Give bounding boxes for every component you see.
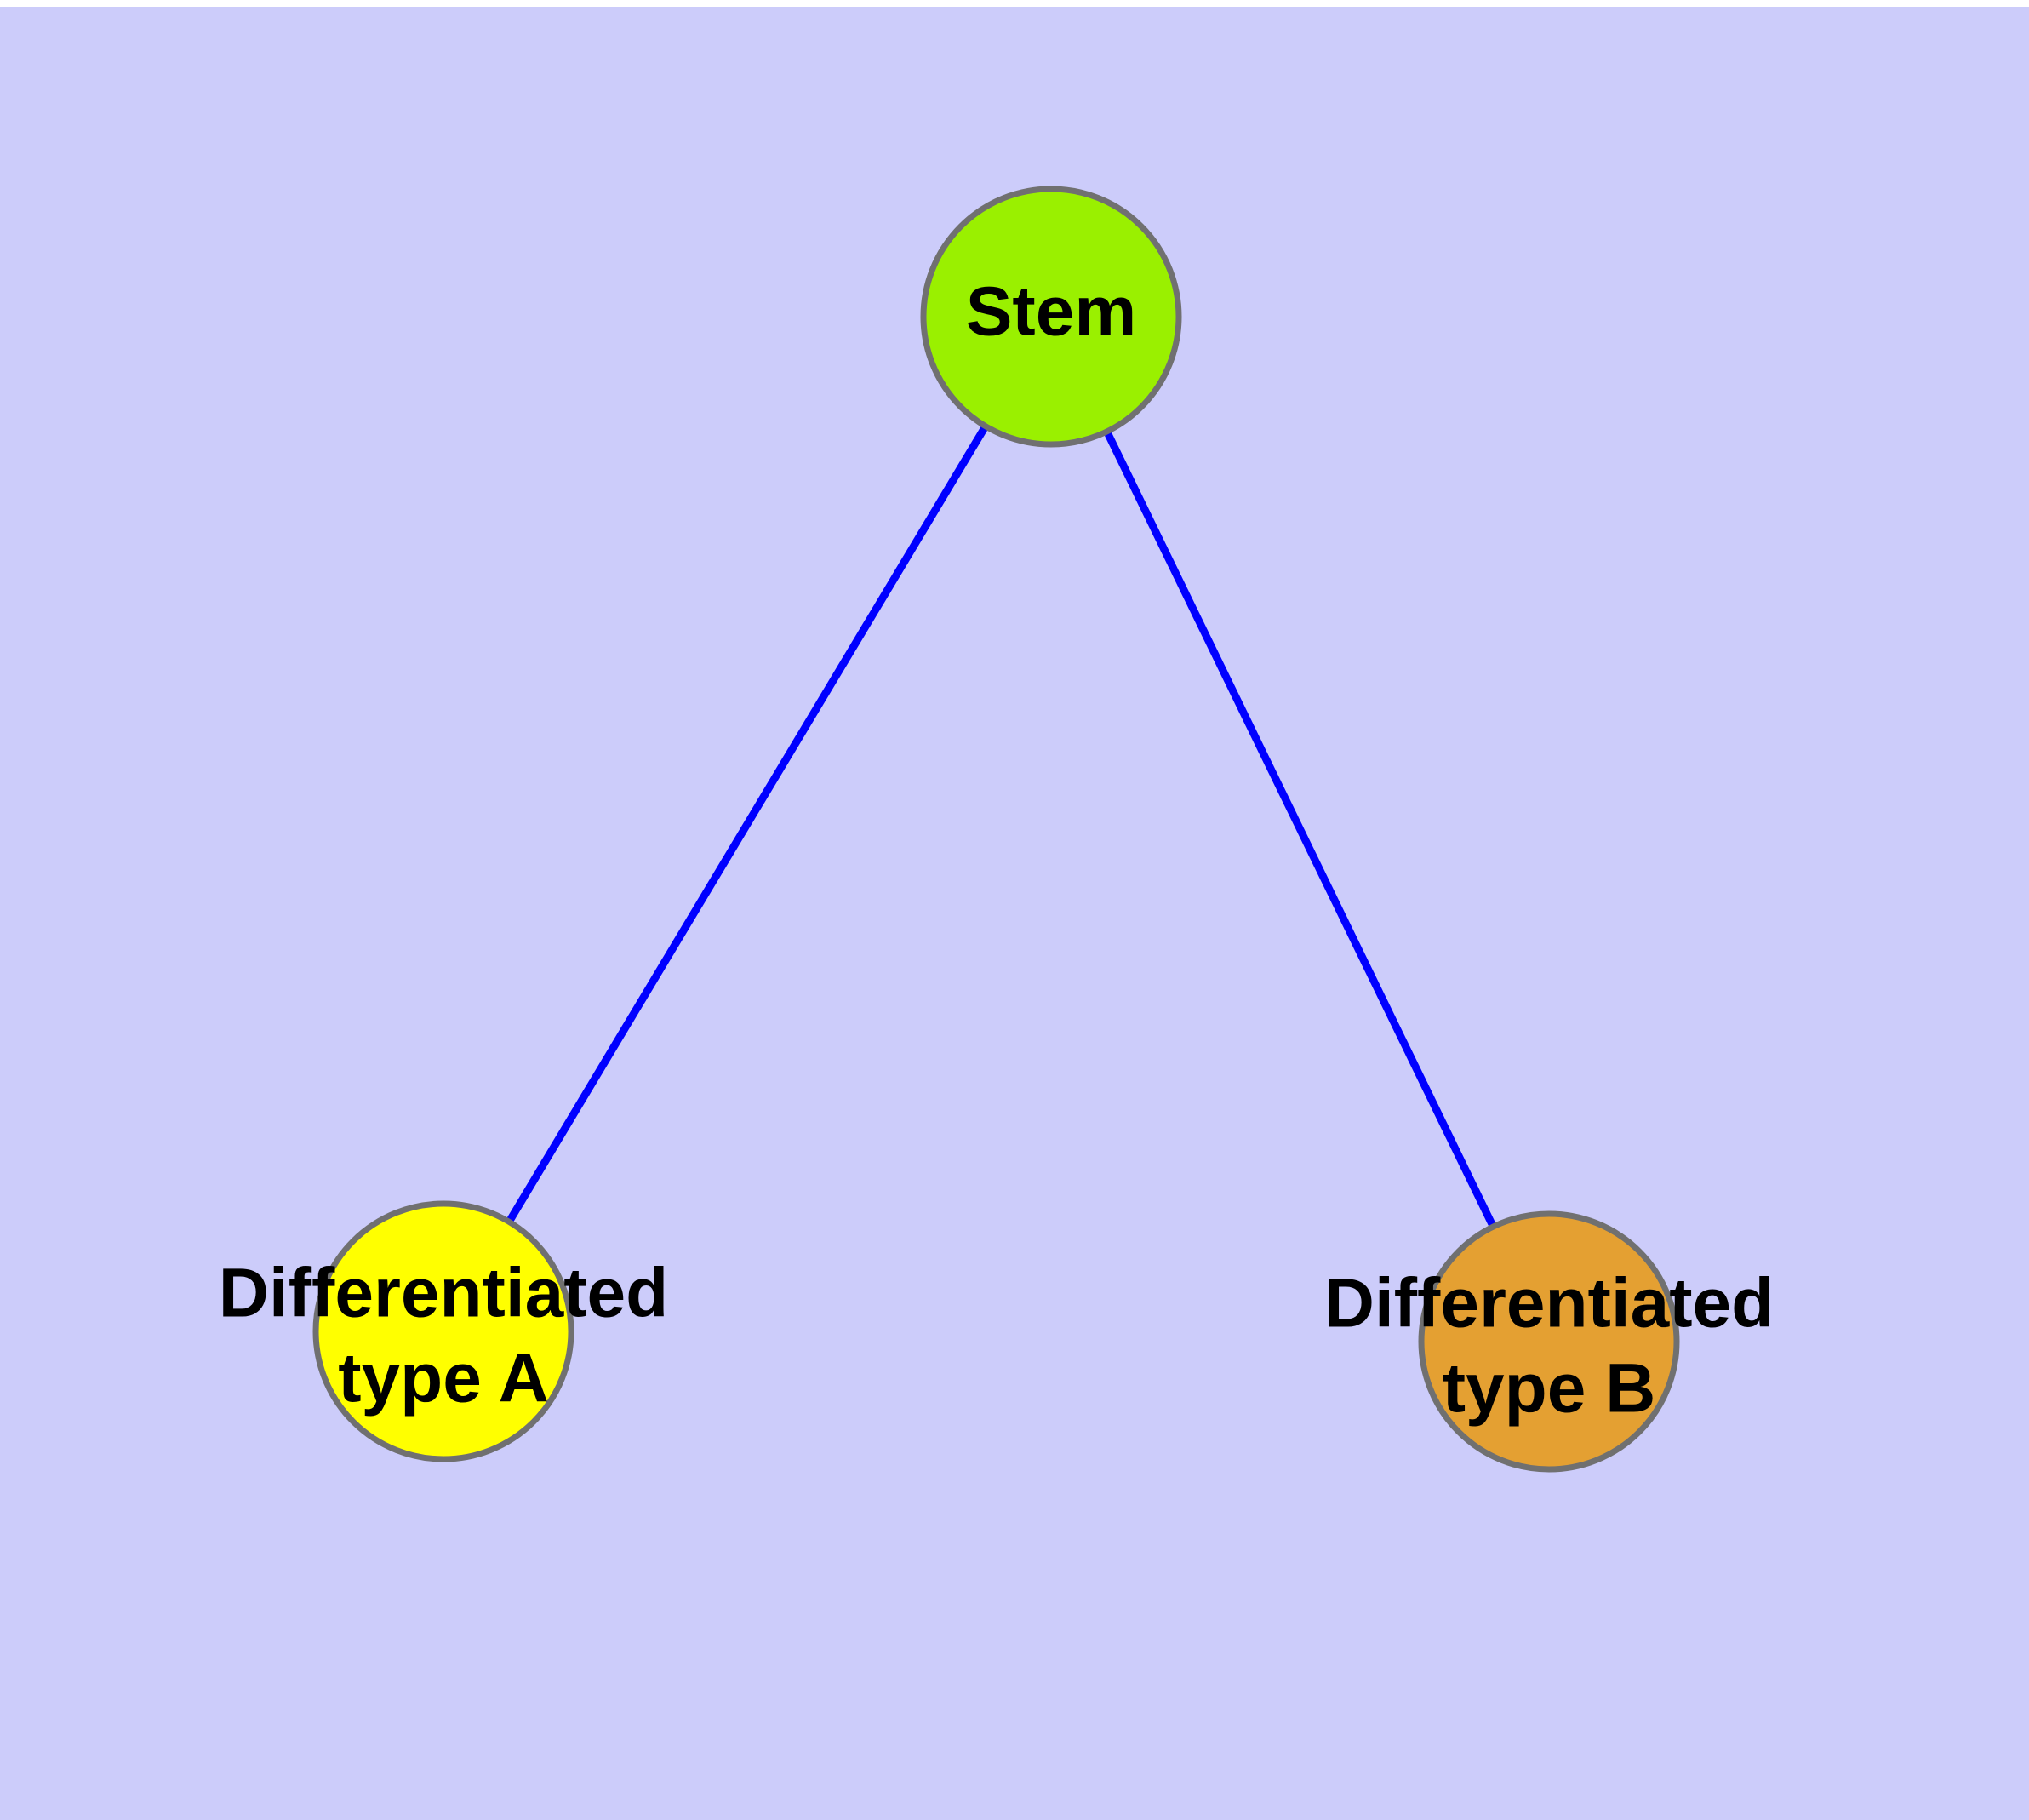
node-diff-b-label-line1: Differentiated: [1324, 1265, 1775, 1342]
node-diff-a-label-line2: type A: [338, 1340, 549, 1417]
node-diff-b-circle[interactable]: [1418, 1210, 1680, 1473]
node-stem-circle[interactable]: [920, 186, 1182, 448]
node-diff-a[interactable]: [312, 1200, 574, 1462]
node-diff-b[interactable]: [1418, 1210, 1680, 1473]
node-diff-a-label-line1: Differentiated: [219, 1255, 669, 1332]
edge-layer: [440, 314, 1553, 1343]
node-stem-label: Stem: [966, 273, 1137, 351]
node-diff-b-label-line2: type B: [1443, 1350, 1656, 1428]
node-stem[interactable]: [920, 186, 1182, 448]
node-diff-a-circle[interactable]: [312, 1200, 574, 1462]
edge-stem-to-diff-a[interactable]: [440, 314, 1055, 1334]
node-layer: [312, 186, 1680, 1473]
label-layer: Stem Differentiated type A Differentiate…: [219, 273, 1775, 1428]
edge-stem-to-diff-b[interactable]: [1047, 315, 1553, 1343]
